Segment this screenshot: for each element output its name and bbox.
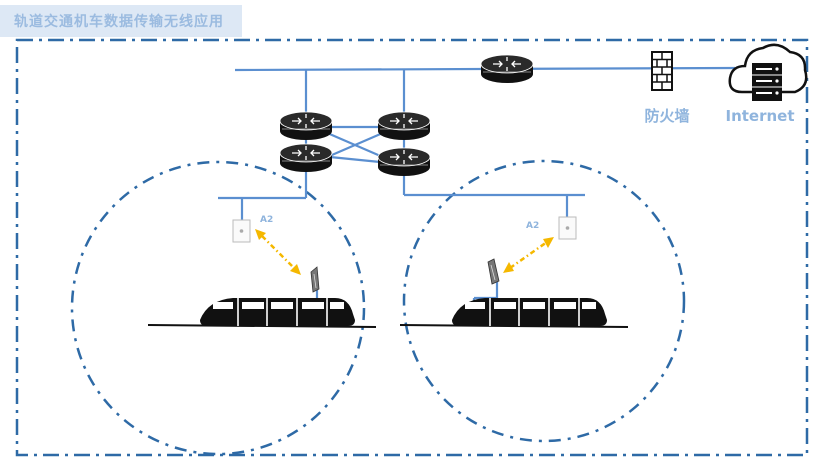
router-top-right-icon xyxy=(377,111,431,141)
router-top-left-icon xyxy=(279,111,333,141)
core-router-icon xyxy=(480,54,534,84)
coverage-area-right xyxy=(402,159,686,443)
cloud-server-icon xyxy=(728,43,808,101)
train-antenna-right-icon xyxy=(487,258,500,285)
wireless-link-right xyxy=(503,237,554,273)
outer-frame xyxy=(15,38,809,457)
train-antenna-left-icon xyxy=(310,266,320,293)
access-point-left-icon xyxy=(232,219,251,243)
wired-links xyxy=(218,66,736,313)
wireless-link-left xyxy=(255,229,301,275)
firewall-label: 防火墙 xyxy=(644,107,689,125)
train-left-icon xyxy=(199,297,356,327)
diagram-title: 轨道交通机车数据传输无线应用 xyxy=(14,14,224,30)
internet-label: Internet xyxy=(725,107,794,125)
coverage-area-left xyxy=(70,160,366,456)
train-right-icon xyxy=(451,297,608,327)
access-point-right-icon xyxy=(558,216,577,240)
ap-left-label: A2 xyxy=(260,215,273,225)
router-bottom-left-icon xyxy=(279,143,333,173)
title-badge: 轨道交通机车数据传输无线应用 xyxy=(0,5,242,37)
firewall-icon xyxy=(651,51,673,91)
router-bottom-right-icon xyxy=(377,147,431,177)
ap-right-label: A2 xyxy=(526,221,539,231)
